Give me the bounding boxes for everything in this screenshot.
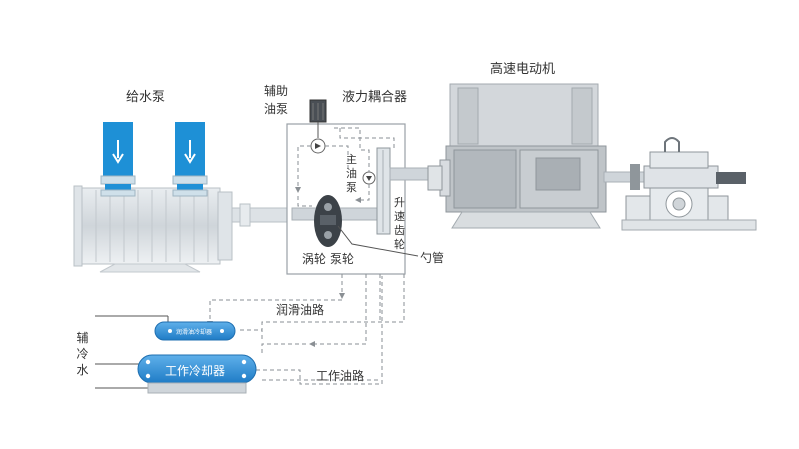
label-scoop-tube: 勺管 xyxy=(420,251,445,265)
label-lube-cooler: 润滑油冷却器 xyxy=(176,329,213,336)
water-inlet-pipes xyxy=(100,122,208,197)
label-speed-gear: 升速齿轮 xyxy=(394,196,405,251)
high-speed-motor xyxy=(427,83,645,229)
label-aux-oil-pump: 辅助油泵 xyxy=(264,84,289,116)
working-oil-cooler xyxy=(137,354,257,394)
label-fluid-coupling: 液力耦合器 xyxy=(342,90,408,105)
feed-pump xyxy=(73,185,293,273)
label-working-cooler: 工作冷却器 xyxy=(165,364,226,378)
label-working-oil-line: 工作油路 xyxy=(316,369,365,383)
label-main-oil-pump: 主油泵 xyxy=(346,153,357,194)
label-turbine: 涡轮 xyxy=(302,252,327,266)
label-high-speed-motor: 高速电动机 xyxy=(490,62,556,77)
external-oil-lines xyxy=(207,274,405,385)
fluid-coupling-housing xyxy=(286,99,437,275)
internal-oil-lines xyxy=(295,127,395,207)
label-impeller: 泵轮 xyxy=(330,252,355,266)
label-feed-pump: 给水泵 xyxy=(126,90,166,105)
booster-pump xyxy=(621,137,757,231)
lube-oil-cooler xyxy=(154,321,236,341)
label-aux-cooling-water: 辅冷水 xyxy=(76,331,89,377)
label-lube-oil-line: 润滑油路 xyxy=(276,303,325,317)
